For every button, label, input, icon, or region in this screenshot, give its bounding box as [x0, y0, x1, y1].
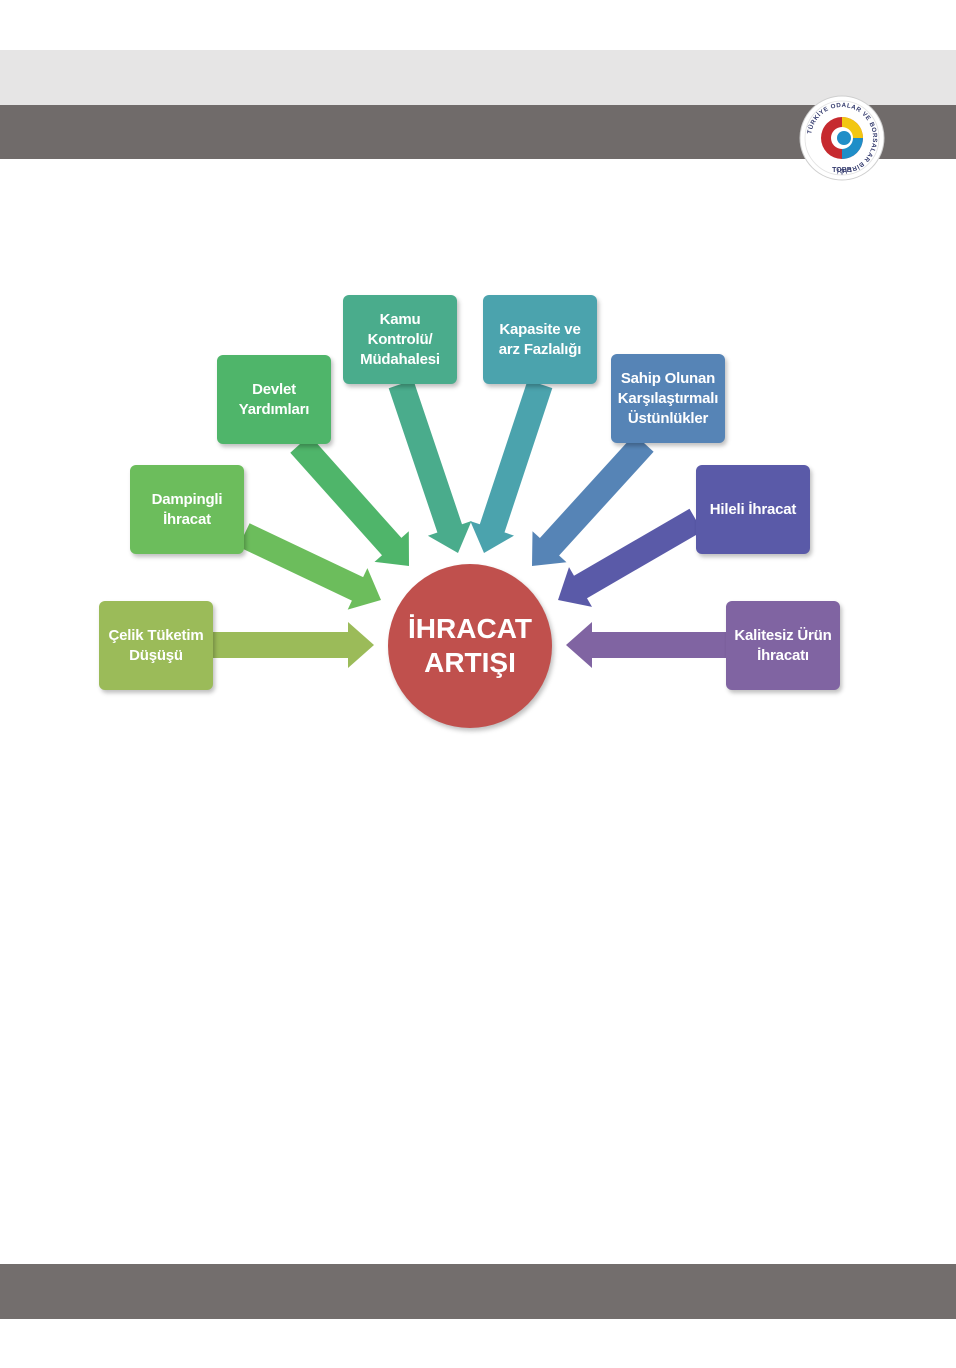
arrow-kalitesiz: [566, 622, 726, 668]
node-hileli-ihracat: Hileli İhracat: [696, 465, 810, 554]
node-kapasite-fazlaligi: Kapasite ve arz Fazlalığı: [483, 295, 597, 384]
arrow-hileli: [558, 508, 703, 607]
arrow-devlet: [290, 435, 409, 566]
node-dampingli-ihracat: Dampingli İhracat: [130, 465, 244, 554]
node-kalitesiz-urun: Kalitesiz Ürün İhracatı: [726, 601, 840, 690]
arrows-layer: [213, 379, 726, 668]
node-kamu-kontrolu: Kamu Kontrolü/ Müdahalesi: [343, 295, 457, 384]
export-increase-diagram: Çelik Tüketim Düşüşü Dampingli İhracat D…: [96, 270, 856, 728]
svg-text:TOBB: TOBB: [832, 167, 852, 174]
header-band-light: [0, 50, 956, 105]
tobb-logo-icon: TÜRKİYE ODALAR VE BORSALAR BİRLİĞİ TOBB: [799, 95, 885, 181]
node-sahip-olunan: Sahip Olunan Karşılaştırmalı Üstünlükler: [611, 354, 725, 443]
node-celik-tuketim: Çelik Tüketim Düşüşü: [99, 601, 213, 690]
arrow-celik: [213, 622, 374, 668]
arrow-damping: [238, 523, 381, 610]
tobb-logo: TÜRKİYE ODALAR VE BORSALAR BİRLİĞİ TOBB: [798, 94, 886, 182]
footer-band: [0, 1264, 956, 1319]
center-ihracat-artisi: İHRACAT ARTIŞI: [388, 564, 552, 728]
arrow-sahip: [532, 434, 654, 566]
arrow-kamu: [388, 379, 472, 553]
node-devlet-yardimlari: Devlet Yardımları: [217, 355, 331, 444]
header-band-dark: [0, 105, 956, 159]
arrow-kapasite: [470, 379, 553, 553]
